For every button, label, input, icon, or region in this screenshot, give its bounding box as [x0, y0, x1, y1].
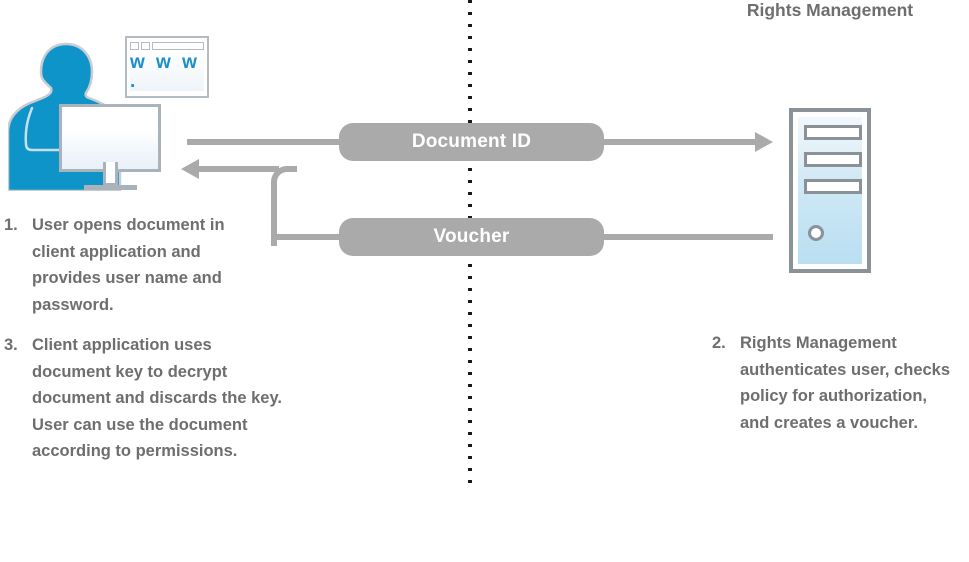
- step-2-number: 2.: [712, 334, 726, 352]
- voucher-label: Voucher: [433, 226, 510, 247]
- page-title: Rights Management: [746, 0, 914, 20]
- step-1-text: User opens document in client applicatio…: [32, 216, 225, 314]
- document-id-pill[interactable]: Document ID: [339, 123, 604, 161]
- document-id-label: Document ID: [411, 131, 532, 152]
- www-text: w w w .: [130, 52, 200, 92]
- browser-window[interactable]: w w w .: [125, 36, 209, 98]
- step-2: 2. Rights Management authenticates user,…: [712, 330, 952, 436]
- browser-address-bar[interactable]: [152, 42, 204, 50]
- server-drive-bay: [804, 152, 862, 167]
- voucher-line-right: [591, 234, 773, 240]
- step-3: 3. Client application uses document key …: [4, 332, 294, 465]
- voucher-line-left-upper: [199, 166, 279, 172]
- monitor-screen: [59, 104, 161, 172]
- browser-toolbar: [130, 41, 204, 51]
- client-monitor-icon: [59, 104, 161, 191]
- browser-content: w w w .: [130, 53, 204, 91]
- power-button-icon[interactable]: [808, 225, 824, 241]
- voucher-pill[interactable]: Voucher: [339, 218, 604, 256]
- step-1: 1. User opens document in client applica…: [4, 212, 254, 318]
- document-id-arrowhead-icon: [755, 132, 773, 152]
- monitor-neck: [103, 162, 118, 186]
- step-1-number: 1.: [4, 216, 18, 234]
- rights-management-server-icon: [789, 108, 871, 273]
- step-3-text: Client application uses document key to …: [32, 336, 283, 460]
- step-3-number: 3.: [4, 336, 18, 354]
- monitor-base: [84, 185, 137, 190]
- server-body: [798, 117, 862, 264]
- document-id-line-right: [591, 139, 757, 145]
- voucher-line-left-lower: [275, 234, 355, 240]
- voucher-arrowhead-icon: [181, 159, 199, 179]
- voucher-elbow-corner: [271, 166, 297, 246]
- document-id-line-left: [187, 139, 352, 145]
- browser-button-icon[interactable]: [141, 42, 150, 50]
- browser-button-icon[interactable]: [130, 42, 139, 50]
- step-2-text: Rights Management authenticates user, ch…: [740, 334, 951, 432]
- server-drive-bay: [804, 179, 862, 194]
- server-drive-bay: [804, 125, 862, 140]
